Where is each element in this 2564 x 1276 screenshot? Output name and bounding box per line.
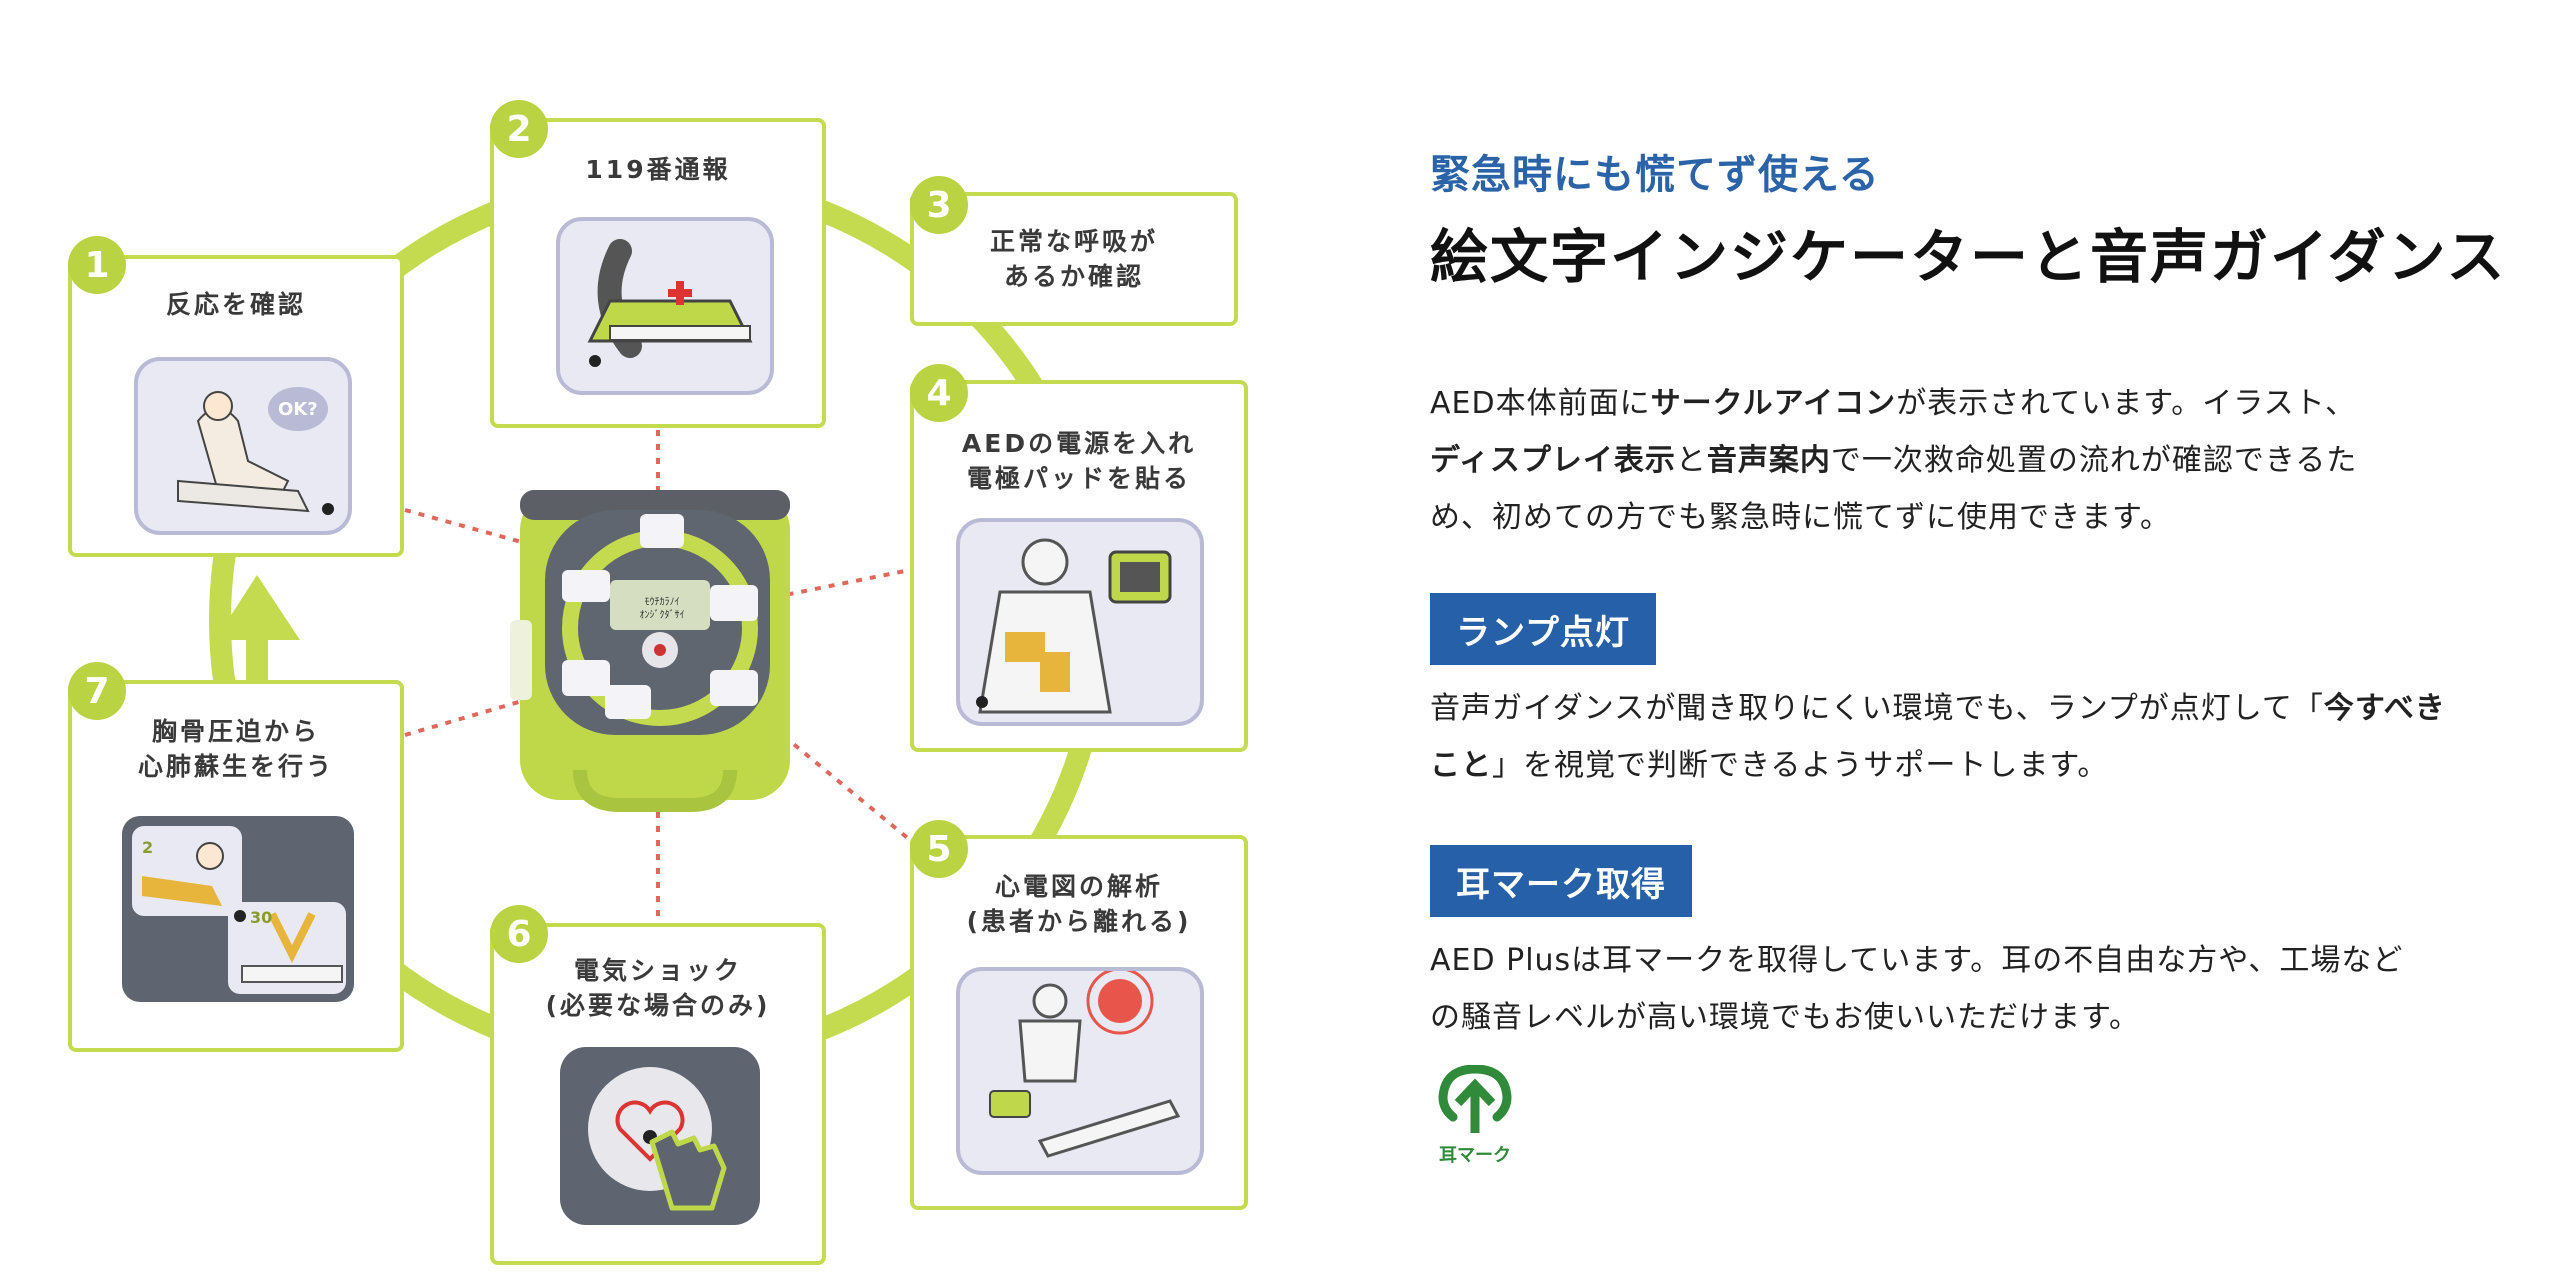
step-number-5: 5 — [910, 820, 968, 878]
intro-paragraph: AED本体前面にサークルアイコンが表示されています。イラスト、ディスプレイ表示と… — [1430, 375, 2510, 546]
ok-bubble-text: OK? — [278, 399, 318, 420]
body-text: AED Plusは耳マークを取得しています。耳の不自由な方や、工場など — [1430, 943, 2404, 978]
lamp-feature-tag: ランプ点灯 — [1430, 593, 1656, 665]
ear-mark-logo-label: 耳マーク — [1439, 1145, 1511, 1166]
section-kicker: 緊急時にも慌てず使える — [1430, 152, 1880, 198]
shock-button-pictogram — [560, 1047, 760, 1225]
paragraph-line: 音声ガイダンスが聞き取りにくい環境でも、ランプが点灯して「今すべき — [1430, 680, 2510, 737]
step-label: 正常な呼吸が あるか確認 — [989, 227, 1158, 291]
paragraph-line: め、初めての方でも緊急時に慌てずに使用できます。 — [1430, 489, 2510, 546]
step-number-2: 2 — [490, 100, 548, 158]
step-card-2: 119番通報 — [490, 118, 826, 428]
flow-arrow — [215, 575, 300, 680]
paragraph-line: AED本体前面にサークルアイコンが表示されています。イラスト、 — [1430, 375, 2510, 432]
attach-pads-pictogram — [956, 518, 1204, 726]
cpr-pictogram: 2 30 — [122, 816, 354, 1002]
step-card-6: 電気ショック (必要な場合のみ) — [490, 923, 826, 1265]
check-response-pictogram: OK? — [134, 357, 352, 535]
paragraph-line: こと」を視覚で判断できるようサポートします。 — [1430, 737, 2510, 794]
step-number-7: 7 — [68, 662, 126, 720]
cpr-count-30: 30 — [250, 908, 273, 927]
paragraph-line: の騒音レベルが高い環境でもお使いいただけます。 — [1430, 989, 2510, 1046]
device-screen-text: ﾓｳﾁｶﾗﾉｲ ｵﾝｼﾞｸﾀﾞｻｲ — [622, 596, 702, 622]
step-label: 119番通報 — [585, 155, 731, 184]
paragraph-line: ディスプレイ表示と音声案内で一次救命処置の流れが確認できるた — [1430, 432, 2510, 489]
ear-mark-feature-tag: 耳マーク取得 — [1430, 845, 1692, 917]
step-number-4: 4 — [910, 364, 968, 422]
step-card-1: 反応を確認 OK? — [68, 255, 404, 557]
body-text: と — [1675, 443, 1707, 478]
ear-mark-paragraph: AED Plusは耳マークを取得しています。耳の不自由な方や、工場などの騒音レベ… — [1430, 932, 2510, 1046]
step-label: 反応を確認 — [165, 290, 306, 319]
body-text: 」を視覚で判断できるようサポートします。 — [1492, 748, 2109, 783]
ear-mark-icon — [1438, 1064, 1512, 1133]
step-card-5: 心電図の解析 (患者から離れる) — [910, 835, 1248, 1210]
lamp-paragraph: 音声ガイダンスが聞き取りにくい環境でも、ランプが点灯して「今すべきこと」を視覚で… — [1430, 680, 2510, 794]
step-label: 心電図の解析 (患者から離れる) — [966, 872, 1192, 936]
body-text: AED本体前面に — [1430, 386, 1651, 421]
step-label: 電気ショック (必要な場合のみ) — [545, 956, 771, 1020]
emphasis-text: 音声案内 — [1706, 443, 1831, 478]
connector-lines — [404, 430, 912, 920]
screen-line-1: ﾓｳﾁｶﾗﾉｲ — [644, 597, 680, 608]
body-text: が表示されています。イラスト、 — [1896, 386, 2357, 421]
step-number-1: 1 — [68, 236, 126, 294]
emphasis-text: ディスプレイ表示 — [1430, 443, 1676, 478]
cpr-count-2: 2 — [142, 838, 154, 857]
emphasis-text: こと — [1430, 748, 1492, 783]
step-label: 胸骨圧迫から 心肺蘇生を行う — [137, 717, 334, 781]
aed-step-diagram: ﾓｳﾁｶﾗﾉｲ ｵﾝｼﾞｸﾀﾞｻｲ 反応を確認 OK? 1 119番通報 — [68, 100, 1248, 1265]
ecg-analysis-pictogram — [956, 967, 1204, 1175]
emphasis-text: サークルアイコン — [1650, 386, 1897, 421]
body-text: の騒音レベルが高い環境でもお使いいただけます。 — [1430, 1000, 2140, 1035]
step-label: AEDの電源を入れ 電極パッドを貼る — [961, 429, 1197, 493]
body-text: で一次救命処置の流れが確認できるた — [1830, 443, 2358, 478]
step-card-4: AEDの電源を入れ 電極パッドを貼る — [910, 380, 1248, 752]
ear-mark-logo: 耳マーク — [1430, 1064, 1520, 1167]
emergency-call-pictogram — [556, 217, 774, 395]
paragraph-line: AED Plusは耳マークを取得しています。耳の不自由な方や、工場など — [1430, 932, 2510, 989]
screen-line-2: ｵﾝｼﾞｸﾀﾞｻｲ — [639, 610, 685, 621]
emphasis-text: 今すべき — [2323, 691, 2446, 726]
step-number-3: 3 — [910, 176, 968, 234]
step-number-6: 6 — [490, 905, 548, 963]
body-text: 音声ガイダンスが聞き取りにくい環境でも、ランプが点灯して「 — [1430, 691, 2324, 726]
section-headline: 絵文字インジケーターと音声ガイダンス — [1430, 223, 2507, 291]
aed-device: ﾓｳﾁｶﾗﾉｲ ｵﾝｼﾞｸﾀﾞｻｲ — [510, 480, 800, 830]
step-card-7: 胸骨圧迫から 心肺蘇生を行う 2 30 — [68, 680, 404, 1052]
body-text: め、初めての方でも緊急時に慌てずに使用できます。 — [1430, 500, 2171, 535]
